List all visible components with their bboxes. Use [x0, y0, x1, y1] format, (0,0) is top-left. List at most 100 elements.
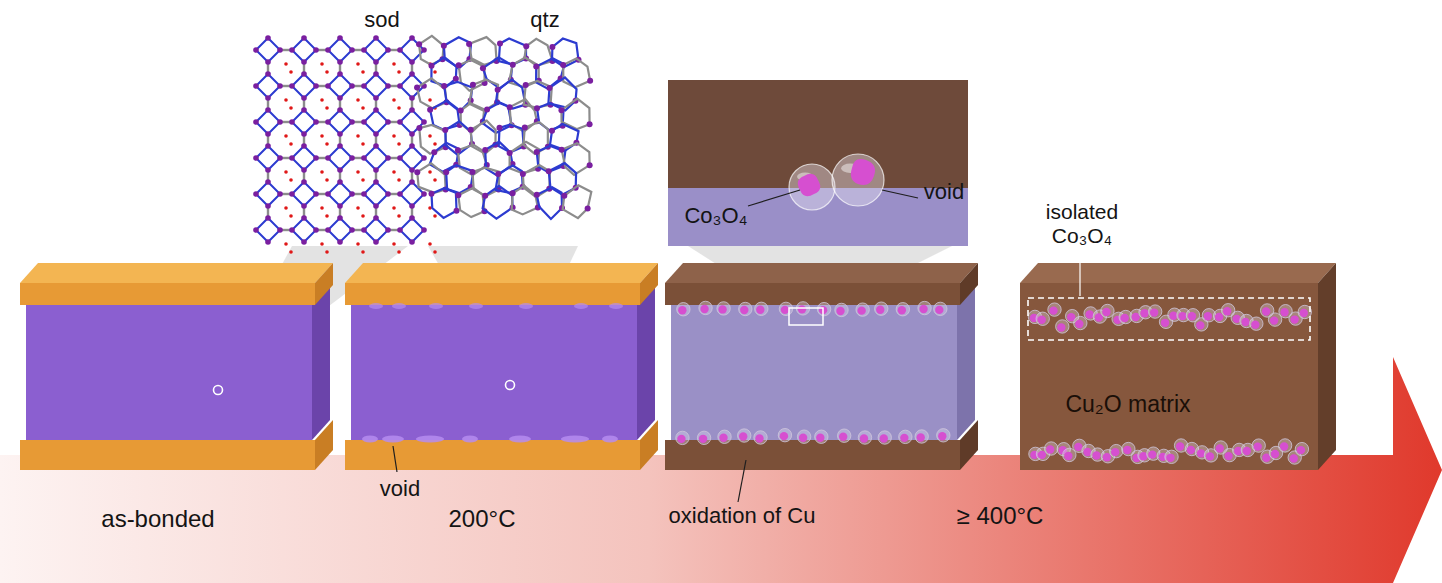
sod-structure — [292, 38, 316, 62]
co3o4-particle — [1223, 307, 1231, 315]
sod-structure — [256, 218, 280, 242]
sod-structure — [301, 167, 307, 173]
slab-front — [345, 283, 640, 305]
sod-structure — [301, 203, 307, 209]
sod-structure — [361, 227, 367, 233]
qtz-structure — [427, 107, 433, 113]
co3o4-particle — [938, 432, 946, 440]
qtz-structure — [585, 206, 591, 212]
void-bubble — [1110, 444, 1123, 457]
co3o4-particle — [1046, 445, 1054, 453]
stage-label: oxidation of Cu — [669, 503, 816, 528]
sod-structure — [433, 250, 437, 254]
co3o4-particle — [836, 307, 844, 315]
zoom-spot — [506, 381, 515, 390]
qtz-structure — [459, 59, 485, 91]
co3o4-particle — [798, 305, 806, 313]
sod-structure — [289, 83, 295, 89]
slab-top — [345, 263, 658, 283]
sod-structure — [385, 47, 391, 53]
co3o4-particle — [1300, 309, 1308, 317]
sod-structure — [265, 167, 271, 173]
stage-label: 200°C — [449, 505, 516, 533]
sod-structure — [392, 98, 396, 102]
sod-structure — [265, 131, 271, 137]
zoom-frame — [789, 308, 823, 325]
sod-structure — [325, 70, 329, 74]
void-bubble — [918, 301, 931, 314]
qtz-structure — [561, 193, 567, 199]
qtz-structure — [466, 41, 472, 47]
sod-structure — [265, 215, 271, 221]
sod-structure — [284, 170, 288, 174]
void-bubble — [369, 303, 383, 309]
void-bubble — [392, 303, 406, 309]
qtz-structure — [429, 191, 435, 197]
void-bubble — [934, 302, 947, 315]
co3o4-particle — [1297, 446, 1305, 454]
sod-structure — [289, 191, 295, 197]
stage-label: ≥ 400°C — [957, 502, 1044, 530]
qtz-structure — [483, 186, 513, 219]
co3o4-particle — [919, 305, 927, 313]
co3o4-particle — [780, 432, 788, 440]
void-bubble — [1250, 317, 1263, 330]
sod-structure — [325, 155, 331, 161]
co3o4-particle — [880, 434, 888, 442]
oxidised-stack — [665, 263, 978, 470]
void-bubble — [1148, 305, 1161, 318]
sod-structure — [328, 182, 352, 206]
co3o4-particle — [700, 305, 708, 313]
sod-structure — [325, 106, 329, 110]
co3o4-particle — [1290, 454, 1298, 462]
sod-structure — [349, 47, 355, 53]
co3o4-particle — [1176, 442, 1184, 450]
sod-structure — [256, 182, 280, 206]
sod-structure — [373, 107, 379, 113]
qtz-structure — [429, 63, 435, 69]
qtz-structure — [414, 169, 420, 175]
sod-structure — [428, 242, 432, 246]
co3o4-particle — [1121, 314, 1129, 322]
co3o4-particle — [1254, 442, 1262, 450]
co3o4-particle — [739, 432, 747, 440]
qtz-structure — [558, 107, 564, 113]
qtz-structure — [495, 87, 501, 93]
sod-structure — [373, 203, 379, 209]
sod-structure — [337, 239, 343, 245]
sod-structure — [349, 227, 355, 233]
void-bubble — [416, 436, 444, 443]
leader-line — [882, 190, 918, 198]
void-bubble — [915, 430, 928, 443]
sod-structure — [289, 250, 293, 254]
co3o4-particle — [1132, 313, 1140, 321]
sod-structure — [301, 143, 307, 149]
slab-front — [345, 440, 640, 470]
sod-structure — [409, 239, 415, 245]
co3o4-particle — [1074, 443, 1082, 451]
void-bubble — [878, 431, 891, 444]
sod-structure — [409, 167, 415, 173]
sod-structure — [277, 227, 283, 233]
co3o4-particle — [1243, 447, 1251, 455]
slab-top — [20, 263, 333, 283]
leader-line — [393, 190, 1080, 502]
sod-structure — [277, 47, 283, 53]
co3o4-particle — [857, 306, 865, 314]
sod-structure — [328, 218, 352, 242]
qtz-structure — [472, 168, 499, 196]
co3o4-particle — [816, 434, 824, 442]
void-bubble — [835, 303, 848, 316]
inset-magnified — [668, 80, 968, 246]
co3o4-particle — [677, 435, 685, 443]
void-bubble — [429, 303, 443, 309]
sod-structure — [325, 178, 329, 182]
void-bubble — [509, 436, 531, 443]
void-bubble — [739, 302, 752, 315]
void-bubble — [697, 431, 710, 444]
sod-structure — [265, 179, 271, 185]
slab-top — [1020, 263, 1336, 283]
void-bubble — [817, 302, 830, 315]
sod-structure — [289, 178, 293, 182]
void-sphere — [832, 154, 884, 206]
